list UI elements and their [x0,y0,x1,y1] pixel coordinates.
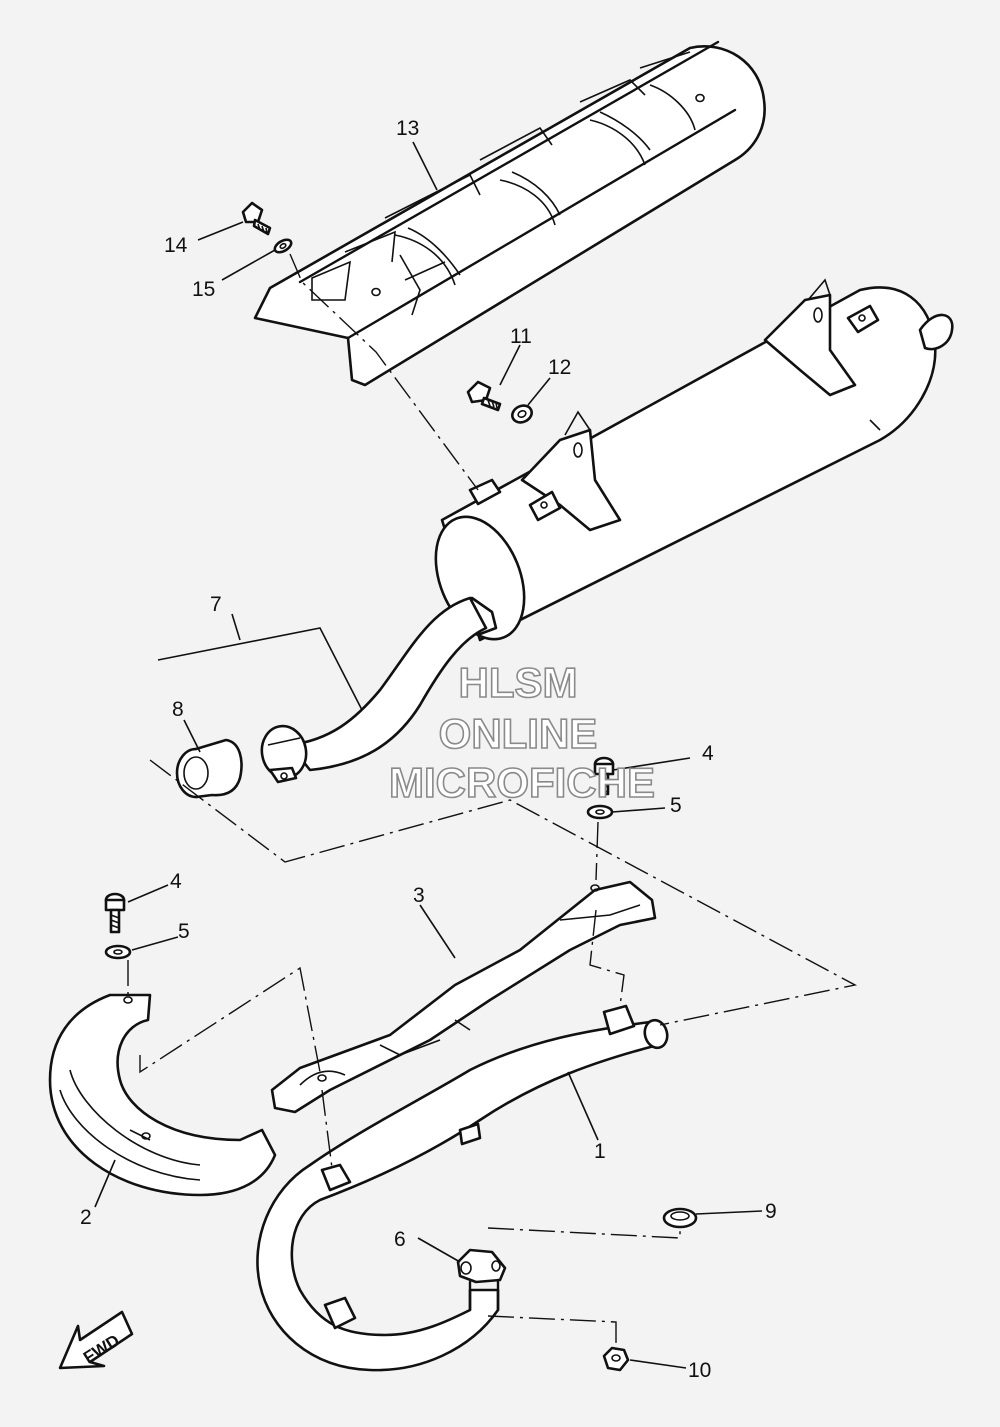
gasket-part-8 [175,738,243,799]
callout-8: 8 [172,698,184,721]
washer-part-5-left [104,944,132,960]
callout-9: 9 [765,1200,777,1223]
callout-4-left: 4 [170,870,182,893]
callout-labels: 1 2 3 4 4 5 5 6 7 8 9 10 11 12 13 14 15 [80,117,777,1382]
forward-direction-arrow: FWD [58,1310,134,1370]
muffler-assembly [434,278,954,642]
callout-4-right: 4 [702,742,714,765]
watermark-line-3: MICROFICHE [389,759,655,806]
heat-protector-part-13 [253,40,766,387]
washer-part-5-right [586,804,614,820]
exhaust-pipe-part-1 [256,1004,669,1372]
bolt-part-4-right [593,756,615,796]
bracket-part-3 [270,880,657,1114]
callout-12: 12 [548,356,571,379]
washer-part-12 [511,404,533,424]
callout-2: 2 [80,1206,92,1229]
callout-13: 13 [396,117,419,140]
leader-lines [94,141,763,1369]
assembly-lines [127,253,858,1350]
watermark-line-2: ONLINE [439,710,598,757]
bolt-part-11 [466,380,502,412]
watermark-line-1: HLSM [459,659,578,706]
callout-5-right: 5 [670,794,682,817]
callout-3: 3 [413,884,425,907]
callout-1: 1 [594,1140,606,1163]
callout-14: 14 [164,234,188,257]
nut-part-10 [602,1346,630,1372]
bolt-part-14 [241,201,272,236]
callout-10: 10 [688,1359,711,1382]
callout-11: 11 [510,325,532,348]
bolt-part-4-left [104,892,126,934]
callout-6: 6 [394,1228,406,1251]
guard-part-2 [48,993,277,1197]
callout-7: 7 [210,593,222,616]
callout-5-left: 5 [178,920,190,943]
callout-15: 15 [192,278,215,301]
gasket-part-9 [662,1207,698,1229]
watermark: HLSM ONLINE MICROFICHE [388,658,656,807]
washer-part-15 [273,238,293,254]
